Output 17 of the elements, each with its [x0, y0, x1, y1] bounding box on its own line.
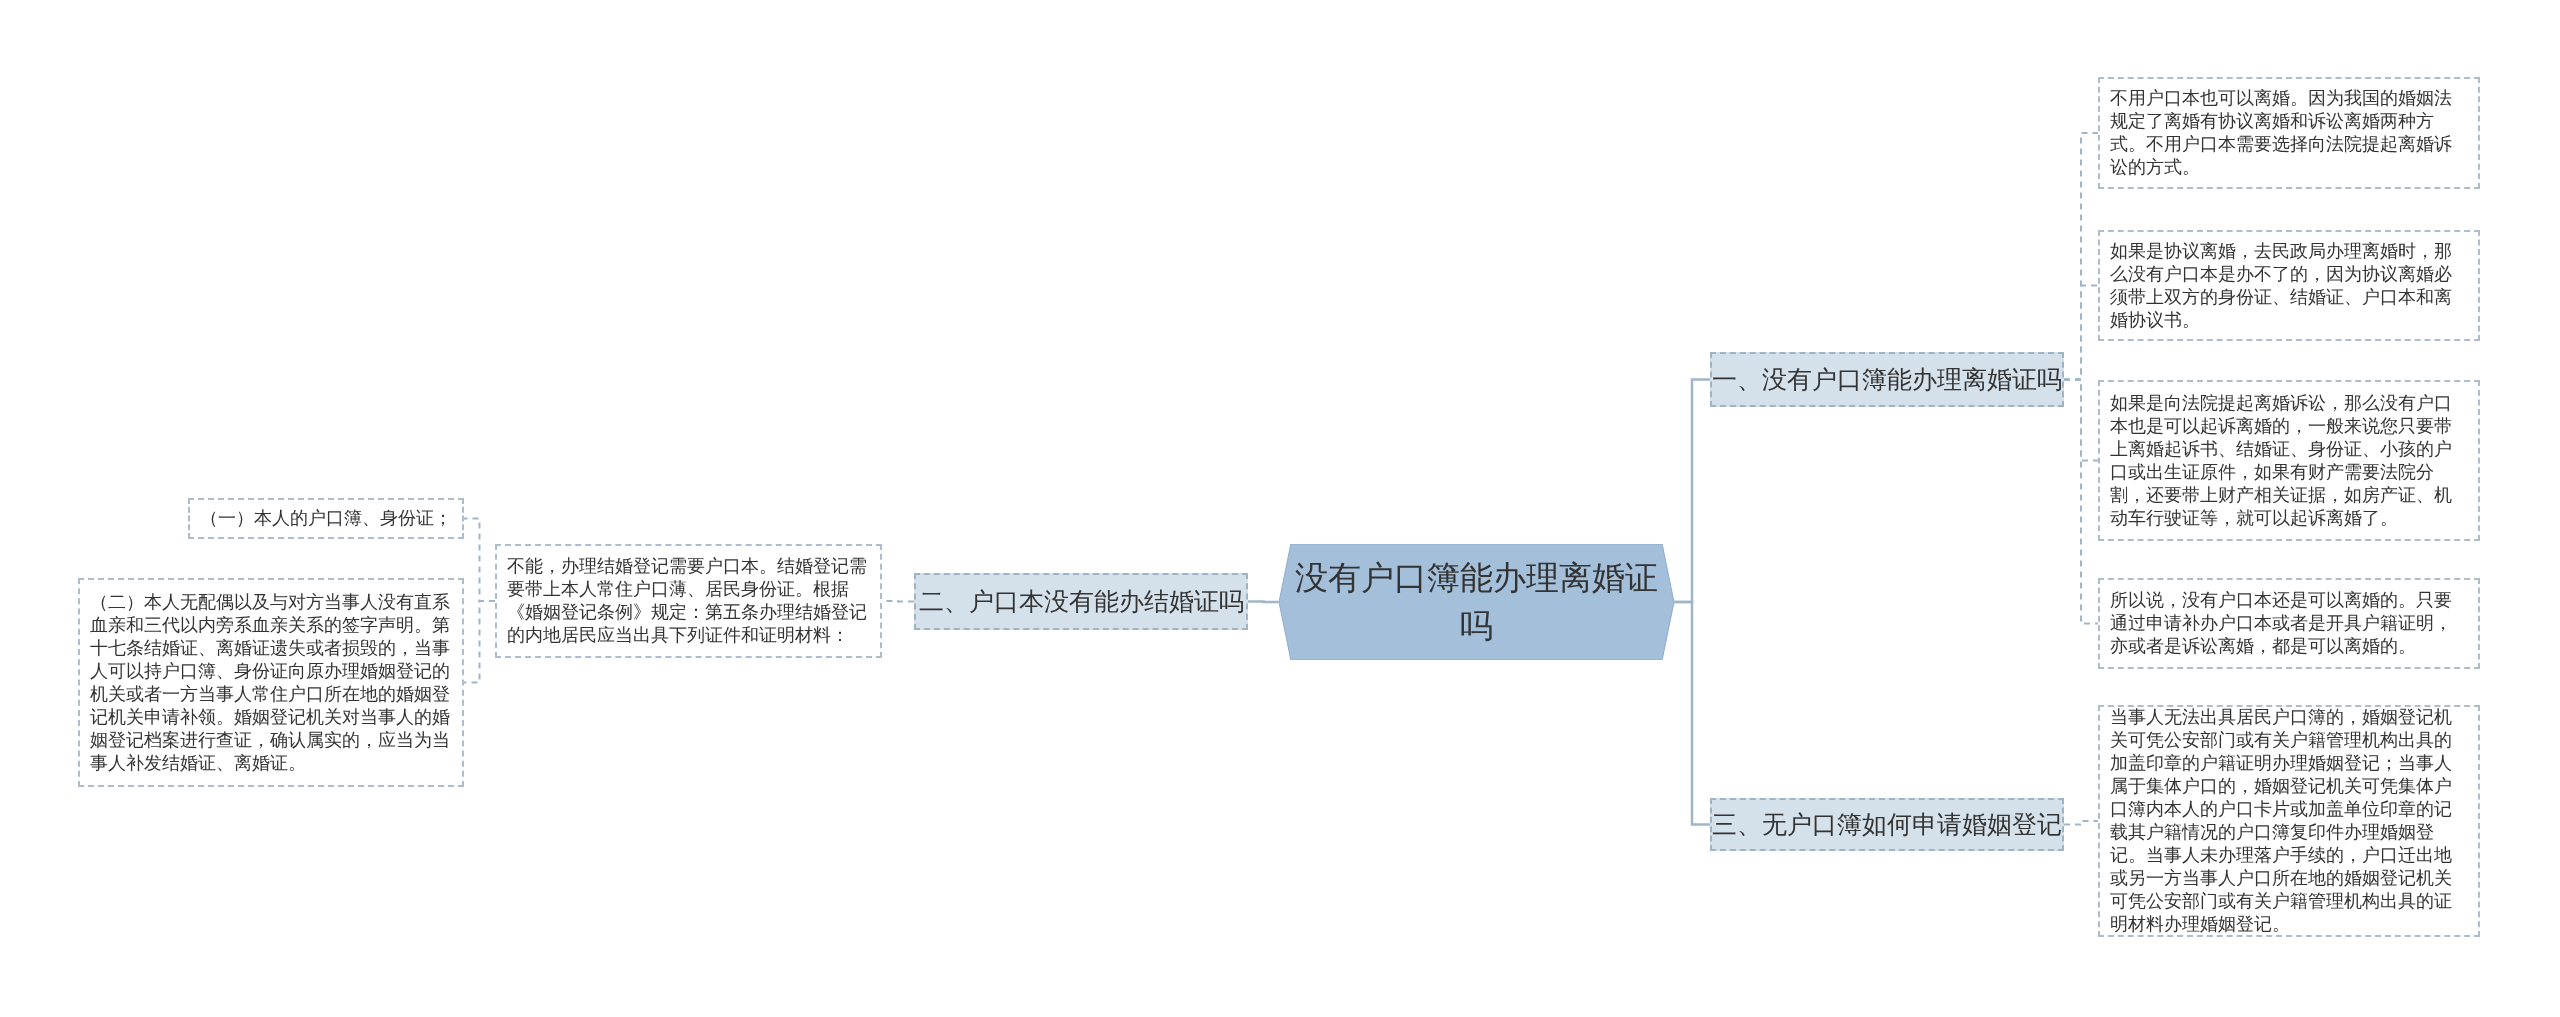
text-box: （一）本人的户口簿、身份证；	[188, 498, 464, 539]
text-box: 如果是向法院提起离婚诉讼，那么没有户口本也是可以起诉离婚的，一般来说您只要带上离婚起诉书、结婚证、身份证、小孩的户口或出生证原件，如果有财产需要法院分割，还要带上财产相关证据，如房产证、机动车行驶证等，就可以起诉离婚了。	[2098, 380, 2480, 541]
topic-box: 三、无户口簿如何申请婚姻登记	[1710, 798, 2064, 851]
topic-box: 二、户口本没有能办结婚证吗	[914, 573, 1248, 630]
text-box: 不用户口本也可以离婚。因为我国的婚姻法规定了离婚有协议离婚和诉讼离婚两种方式。不用户口本需要选择向法院提起离婚诉讼的方式。	[2098, 77, 2480, 189]
connector-line	[2063, 378, 2099, 625]
connector-line	[2063, 820, 2099, 826]
connector-line	[1674, 600, 1710, 826]
text-box: （二）本人无配偶以及与对方当事人没有直系血亲和三代以内旁系血亲关系的签字声明。第十七条结婚证、离婚证遗失或者损毁的，当事人可以持户口簿、身份证向原办理婚姻登记的机关或者一方当事人常住户口所在地的婚姻登记机关申请补领。婚姻登记机关对当事人的婚姻登记档案进行查证，确认属实的，应当为当事人补发结婚证、离婚证。	[78, 578, 464, 787]
connector-line	[463, 600, 496, 684]
text-box: 当事人无法出具居民户口簿的，婚姻登记机关可凭公安部门或有关户籍管理机构出具的加盖印章的户籍证明办理婚姻登记；当事人属于集体户口的，婚姻登记机关可凭集体户口簿内本人的户口卡片或加盖单位印章的记载其户籍情况的户口簿复印件办理婚姻登记。当事人未办理落户手续的，户口迁出地或另一方当事人户口所在地的婚姻登记机关可凭公安部门或有关户籍管理机构出具的证明材料办理婚姻登记。	[2098, 705, 2480, 937]
text-box: 不能，办理结婚登记需要户口本。结婚登记需要带上本人常住户口薄、居民身份证。根据《婚姻登记条例》规定：第五条办理结婚登记的内地居民应当出具下列证件和证明材料：	[495, 544, 882, 658]
text-box: 所以说，没有户口本还是可以离婚的。只要通过申请补办户口本或者是开具户籍证明，亦或者是诉讼离婚，都是可以离婚的。	[2098, 578, 2480, 669]
central-topic: 没有户口簿能办理离婚证吗	[1279, 544, 1674, 660]
topic-box: 一、没有户口簿能办理离婚证吗	[1710, 352, 2064, 407]
connector-line	[1248, 600, 1279, 604]
text-box: 如果是协议离婚，去民政局办理离婚时，那么没有户口本是办不了的，因为协议离婚必须带上双方的身份证、结婚证、户口本和离婚协议书。	[2098, 230, 2480, 341]
